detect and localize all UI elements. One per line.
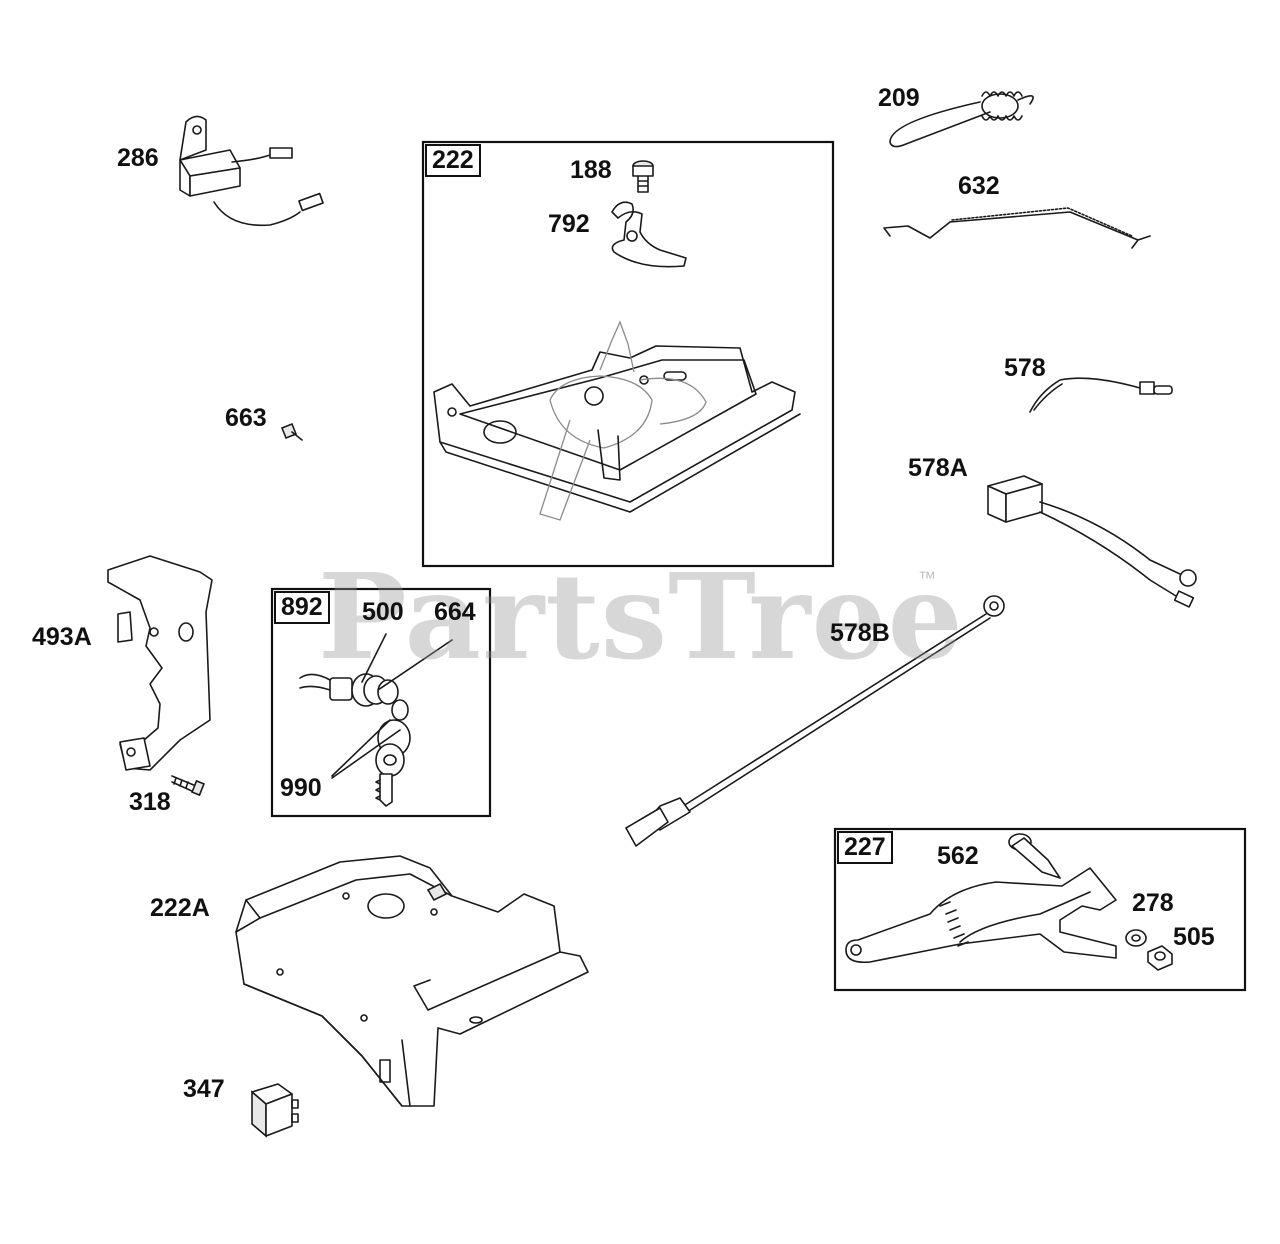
part-286-module[interactable] [179,115,324,227]
part-632-spring[interactable] [883,207,1151,249]
part-label-188[interactable]: 188 [570,156,612,184]
part-792-bracket[interactable] [611,201,687,268]
part-label-222A[interactable]: 222A [150,894,210,922]
group-box-227 [833,827,1247,992]
part-label-347[interactable]: 347 [183,1075,225,1103]
part-227-linkage[interactable] [845,833,1173,971]
part-209-spring[interactable] [889,91,1034,148]
part-label-990[interactable]: 990 [280,774,322,802]
part-label-578A[interactable]: 578A [908,454,968,482]
part-222A-bracket[interactable] [235,855,589,1107]
part-347-switch[interactable] [251,1083,299,1138]
leader-500 [361,633,387,683]
part-892-ignition-switch[interactable] [299,673,411,807]
group-box-222 [421,140,835,568]
part-label-664[interactable]: 664 [434,598,476,626]
part-label-318[interactable]: 318 [129,788,171,816]
part-label-792[interactable]: 792 [548,210,590,238]
part-578-wire[interactable] [1029,377,1173,413]
part-label-209[interactable]: 209 [878,84,920,112]
part-188-bolt[interactable] [632,160,654,193]
part-label-505[interactable]: 505 [1173,923,1215,951]
part-label-562[interactable]: 562 [937,842,979,870]
part-578B-cable[interactable] [625,595,1005,847]
leader-990 [331,719,401,779]
part-493A-shield[interactable] [107,555,213,771]
group-label-227[interactable]: 227 [837,831,893,864]
part-222-control-plate[interactable] [433,320,801,521]
part-label-632[interactable]: 632 [958,172,1000,200]
leader-664 [377,639,453,691]
group-label-892[interactable]: 892 [274,591,330,624]
part-663-screw[interactable] [280,422,303,441]
part-label-278[interactable]: 278 [1132,889,1174,917]
part-label-493A[interactable]: 493A [32,623,92,651]
part-318-screw[interactable] [171,775,205,797]
part-label-578[interactable]: 578 [1004,354,1046,382]
group-box-892 [270,587,492,818]
part-578A-harness[interactable] [987,475,1197,608]
part-label-286[interactable]: 286 [117,144,159,172]
part-label-663[interactable]: 663 [225,404,267,432]
part-label-578B[interactable]: 578B [830,619,890,647]
part-label-500[interactable]: 500 [362,598,404,626]
group-label-222[interactable]: 222 [425,144,481,177]
